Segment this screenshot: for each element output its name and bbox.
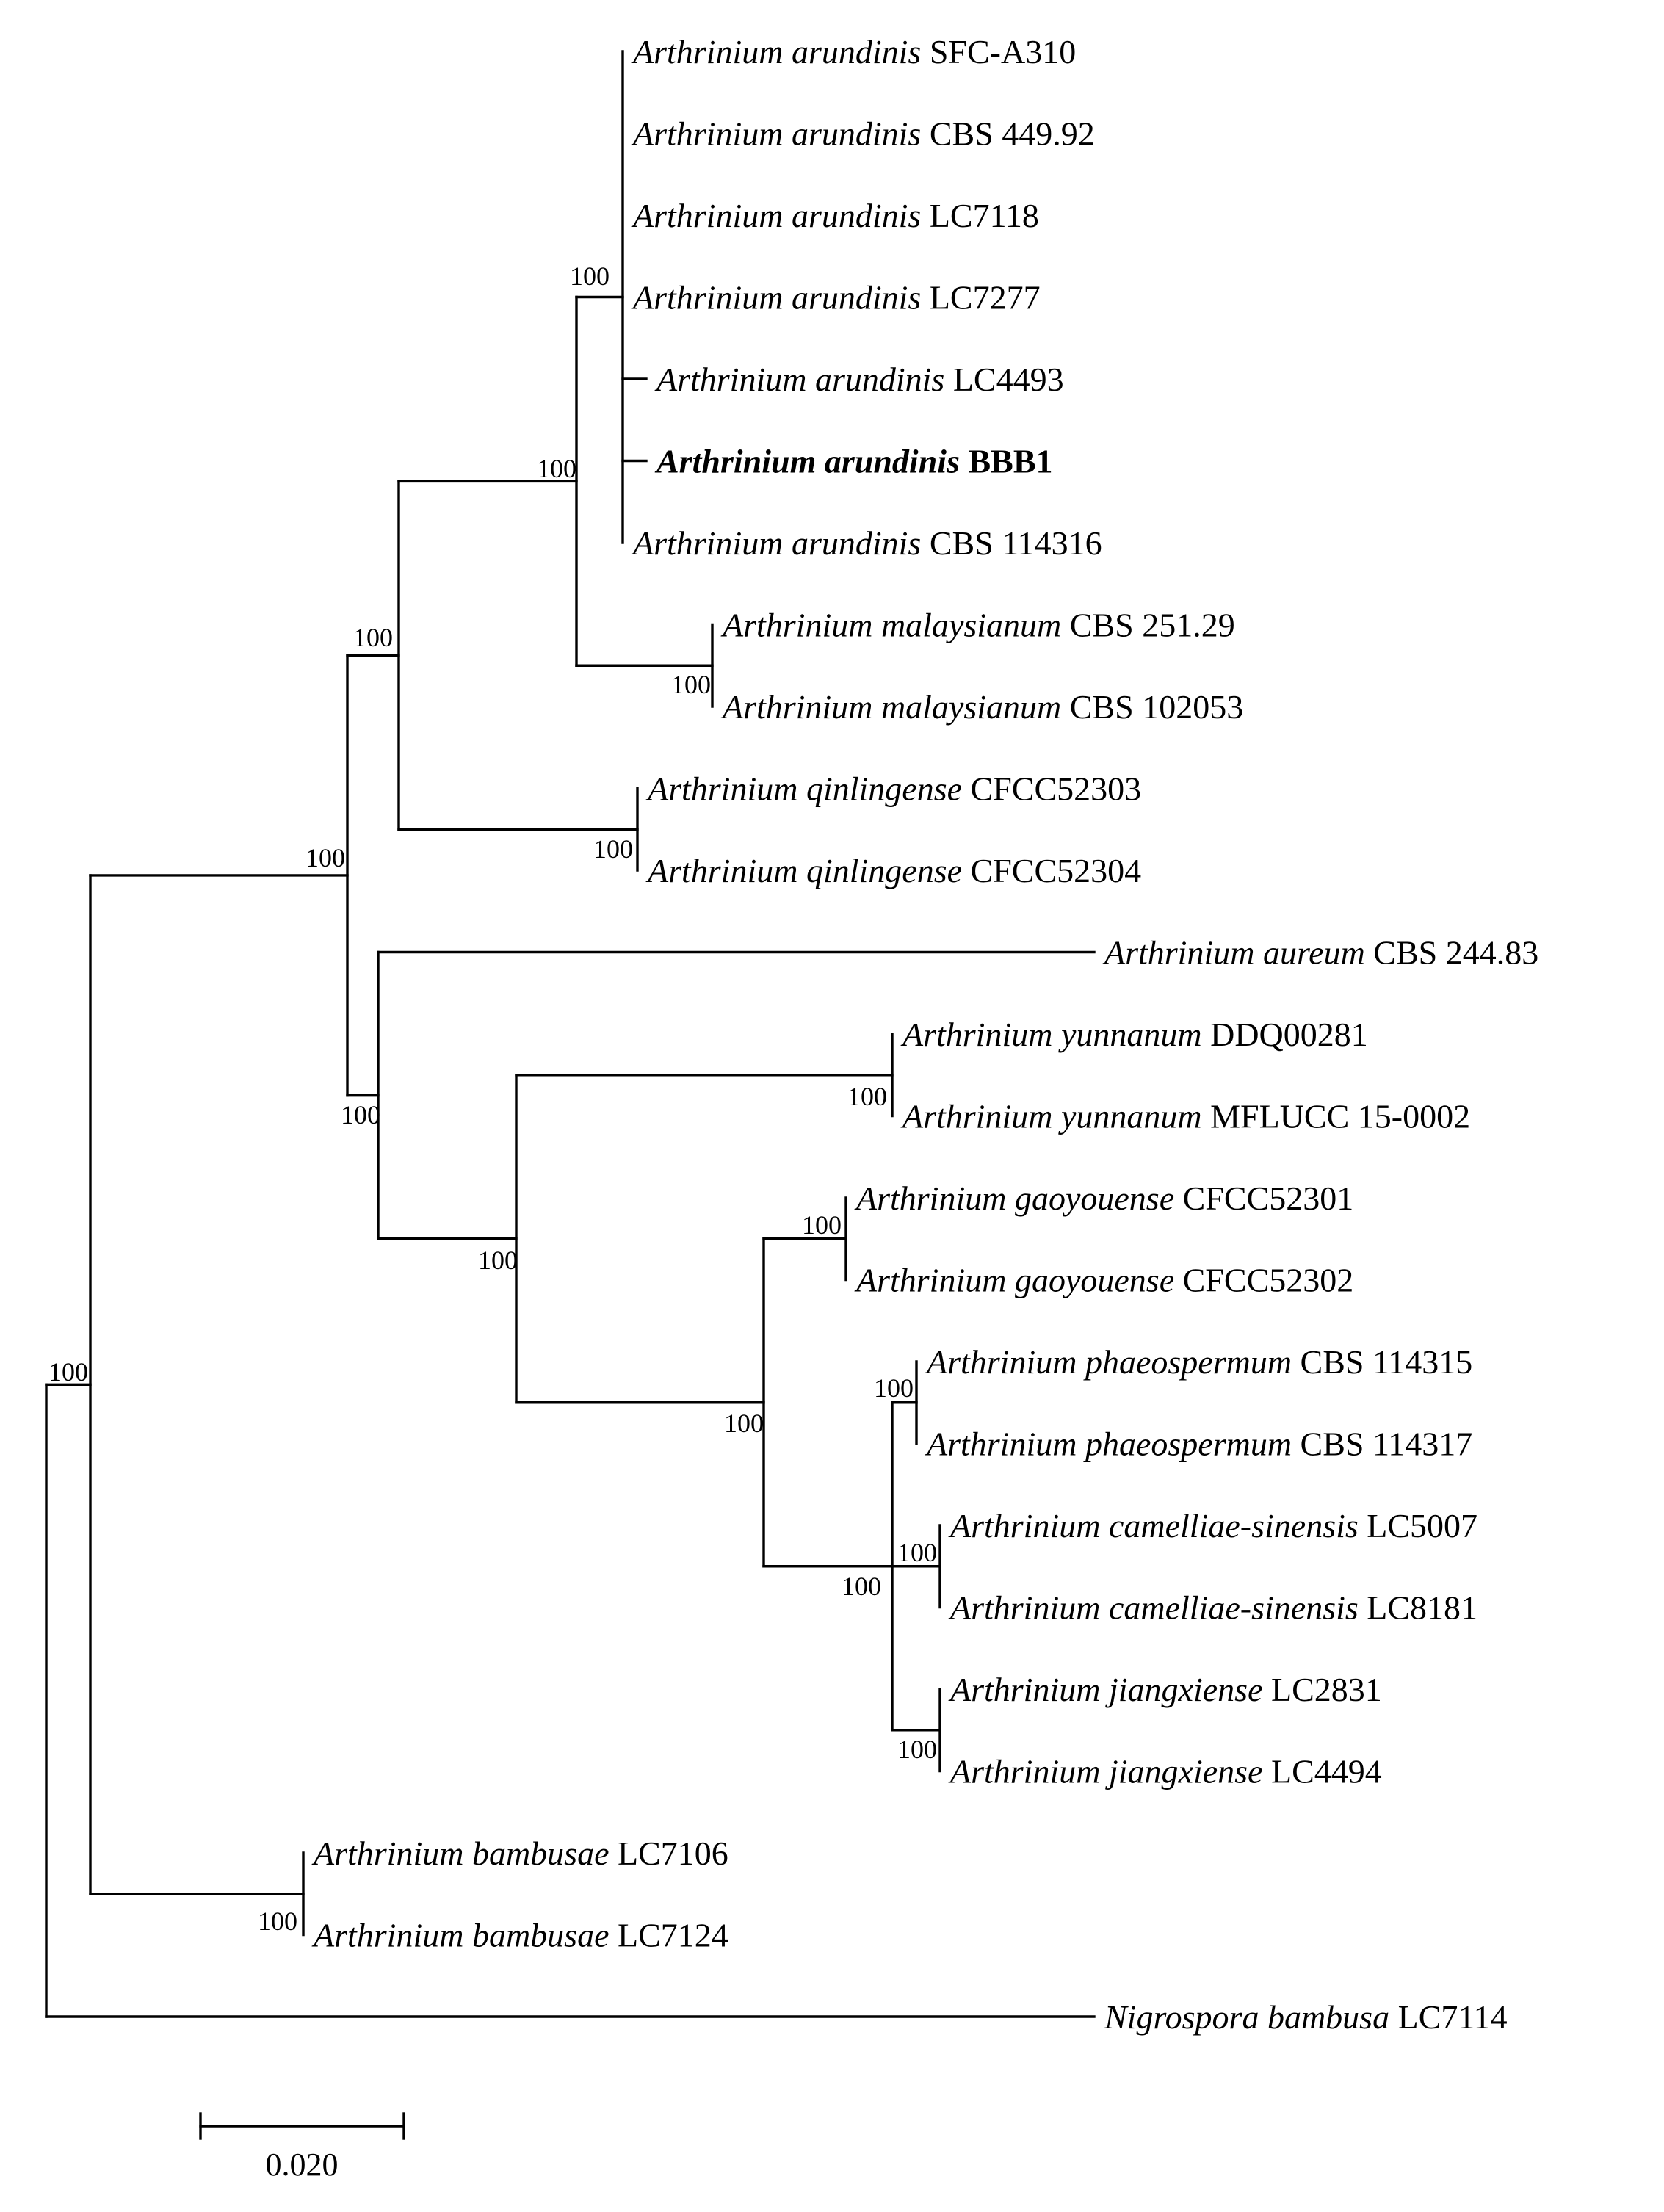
taxon-strain-id: CFCC52304: [962, 852, 1141, 889]
taxon-species-name: Arthrinium yunnanum: [900, 1098, 1202, 1135]
tree-branches: [45, 50, 1096, 2018]
taxon-label-t05: Arthrinium arundinis LC4493: [654, 361, 1064, 398]
taxon-species-name: Arthrinium qinlingense: [645, 770, 962, 808]
bootstrap-support-labels: 100 100 100 100 100 100 100 100 100 100 100 100 100 1…: [48, 261, 937, 1936]
taxon-species-name: Arthrinium arundinis: [631, 33, 921, 71]
taxon-label-t13: Arthrinium yunnanum DDQ00281: [900, 1016, 1368, 1053]
taxon-label-t22: Arthrinium jiangxiense LC4494: [948, 1753, 1382, 1790]
taxon-species-name: Arthrinium arundinis: [631, 197, 921, 234]
taxon-strain-id: CBS 114316: [921, 524, 1102, 562]
taxon-label-t09: Arthrinium malaysianum CBS 102053: [720, 688, 1243, 726]
taxon-species-name: Arthrinium bambusae: [311, 1917, 609, 1954]
taxon-label-t16: Arthrinium gaoyouense CFCC52302: [854, 1262, 1353, 1299]
taxon-label-t01: Arthrinium arundinis SFC-A310: [631, 33, 1076, 71]
taxon-strain-id: LC2831: [1262, 1671, 1381, 1708]
scale-bar: 0.020: [199, 2112, 405, 2183]
taxon-strain-id: BBB1: [960, 443, 1053, 480]
support-label-n_arundinis: 100: [570, 261, 609, 291]
support-label-n_yunnanum: 100: [847, 1082, 887, 1111]
support-label-n_malaysianum: 100: [671, 670, 711, 699]
support-label-n_lower: 100: [341, 1100, 380, 1130]
taxon-species-name: Arthrinium yunnanum: [900, 1016, 1202, 1053]
taxon-labels: Arthrinium arundinis SFC-A310Arthrinium …: [311, 33, 1538, 2036]
support-label-n_yunnanum_group: 100: [478, 1246, 518, 1275]
taxon-label-t18: Arthrinium phaeospermum CBS 114317: [925, 1425, 1472, 1463]
taxon-strain-id: CBS 244.83: [1365, 934, 1538, 972]
taxon-label-t14: Arthrinium yunnanum MFLUCC 15-0002: [900, 1098, 1470, 1135]
taxon-species-name: Arthrinium arundinis: [654, 443, 960, 480]
support-label-n_root: 100: [48, 1357, 88, 1387]
taxon-species-name: Arthrinium bambusae: [311, 1835, 609, 1872]
taxon-strain-id: LC5007: [1359, 1507, 1477, 1544]
taxon-strain-id: CBS 251.29: [1061, 607, 1234, 644]
taxon-label-t19: Arthrinium camelliae-sinensis LC5007: [948, 1507, 1477, 1544]
taxon-strain-id: CBS 449.92: [921, 115, 1094, 153]
taxon-label-t17: Arthrinium phaeospermum CBS 114315: [925, 1343, 1472, 1381]
taxon-label-t20: Arthrinium camelliae-sinensis LC8181: [948, 1589, 1477, 1627]
support-label-n_qinlingense: 100: [593, 834, 633, 864]
taxon-label-t10: Arthrinium qinlingense CFCC52303: [645, 770, 1141, 808]
taxon-label-t06: Arthrinium arundinis BBB1: [654, 443, 1053, 480]
taxon-species-name: Arthrinium jiangxiense: [948, 1753, 1262, 1790]
taxon-label-t03: Arthrinium arundinis LC7118: [631, 197, 1039, 234]
taxon-species-name: Arthrinium phaeospermum: [925, 1343, 1292, 1381]
scale-bar-label: 0.020: [266, 2147, 339, 2183]
taxon-strain-id: CFCC52303: [962, 770, 1141, 808]
taxon-species-name: Arthrinium camelliae-sinensis: [948, 1507, 1359, 1544]
taxon-label-t08: Arthrinium malaysianum CBS 251.29: [720, 607, 1235, 644]
taxon-label-t21: Arthrinium jiangxiense LC2831: [948, 1671, 1382, 1708]
taxon-species-name: Arthrinium camelliae-sinensis: [948, 1589, 1359, 1627]
taxon-species-name: Arthrinium aureum: [1102, 934, 1365, 972]
support-label-n_ingroup: 100: [305, 843, 345, 872]
taxon-species-name: Arthrinium arundinis: [631, 524, 921, 562]
support-label-n_bambusae: 100: [258, 1906, 297, 1936]
taxon-strain-id: CBS 114315: [1292, 1343, 1472, 1381]
support-label-n_gaoyouense: 100: [802, 1210, 842, 1240]
taxon-species-name: Arthrinium arundinis: [631, 279, 921, 317]
taxon-strain-id: CFCC52301: [1174, 1179, 1353, 1217]
support-label-n_gao_phaeo: 100: [724, 1409, 764, 1438]
taxon-strain-id: CBS 102053: [1061, 688, 1243, 726]
taxon-label-t12: Arthrinium aureum CBS 244.83: [1102, 934, 1538, 972]
taxon-label-t02: Arthrinium arundinis CBS 449.92: [631, 115, 1095, 153]
taxon-label-t24: Arthrinium bambusae LC7124: [311, 1917, 728, 1954]
taxon-species-name: Arthrinium gaoyouense: [854, 1262, 1174, 1299]
taxon-label-t23: Arthrinium bambusae LC7106: [311, 1835, 728, 1872]
taxon-strain-id: LC7106: [609, 1835, 728, 1872]
taxon-species-name: Arthrinium arundinis: [631, 115, 921, 153]
taxon-species-name: Arthrinium malaysianum: [720, 607, 1061, 644]
taxon-label-t11: Arthrinium qinlingense CFCC52304: [645, 852, 1141, 889]
taxon-species-name: Nigrospora bambusa: [1104, 1998, 1389, 2036]
support-label-n_upper: 100: [353, 623, 393, 652]
support-label-n_camelliae: 100: [897, 1538, 937, 1567]
taxon-strain-id: LC4493: [944, 361, 1063, 398]
taxon-label-t25: Nigrospora bambusa LC7114: [1104, 1998, 1508, 2036]
taxon-strain-id: LC7277: [921, 279, 1040, 317]
taxon-strain-id: LC7118: [921, 197, 1039, 234]
support-label-n_phaeospermum: 100: [874, 1373, 914, 1403]
taxon-species-name: Arthrinium arundinis: [654, 361, 944, 398]
taxon-species-name: Arthrinium gaoyouense: [854, 1179, 1174, 1217]
taxon-strain-id: MFLUCC 15-0002: [1202, 1098, 1470, 1135]
taxon-strain-id: LC8181: [1359, 1589, 1477, 1627]
taxon-species-name: Arthrinium phaeospermum: [925, 1425, 1292, 1463]
taxon-strain-id: SFC-A310: [921, 33, 1076, 71]
taxon-label-t15: Arthrinium gaoyouense CFCC52301: [854, 1179, 1353, 1217]
taxon-strain-id: DDQ00281: [1202, 1016, 1368, 1053]
taxon-strain-id: CFCC52302: [1174, 1262, 1353, 1299]
taxon-strain-id: LC4494: [1262, 1753, 1381, 1790]
taxon-species-name: Arthrinium jiangxiense: [948, 1671, 1262, 1708]
taxon-label-t04: Arthrinium arundinis LC7277: [631, 279, 1041, 317]
taxon-strain-id: LC7124: [609, 1917, 728, 1954]
support-label-n_arundinis_malaysianum: 100: [537, 454, 576, 483]
taxon-strain-id: CBS 114317: [1292, 1425, 1472, 1463]
taxon-strain-id: LC7114: [1389, 1998, 1508, 2036]
taxon-species-name: Arthrinium malaysianum: [720, 688, 1061, 726]
support-label-n_phaeo_group: 100: [842, 1572, 881, 1601]
support-label-n_jiangxiense: 100: [897, 1735, 937, 1764]
taxon-species-name: Arthrinium qinlingense: [645, 852, 962, 889]
taxon-label-t07: Arthrinium arundinis CBS 114316: [631, 524, 1102, 562]
